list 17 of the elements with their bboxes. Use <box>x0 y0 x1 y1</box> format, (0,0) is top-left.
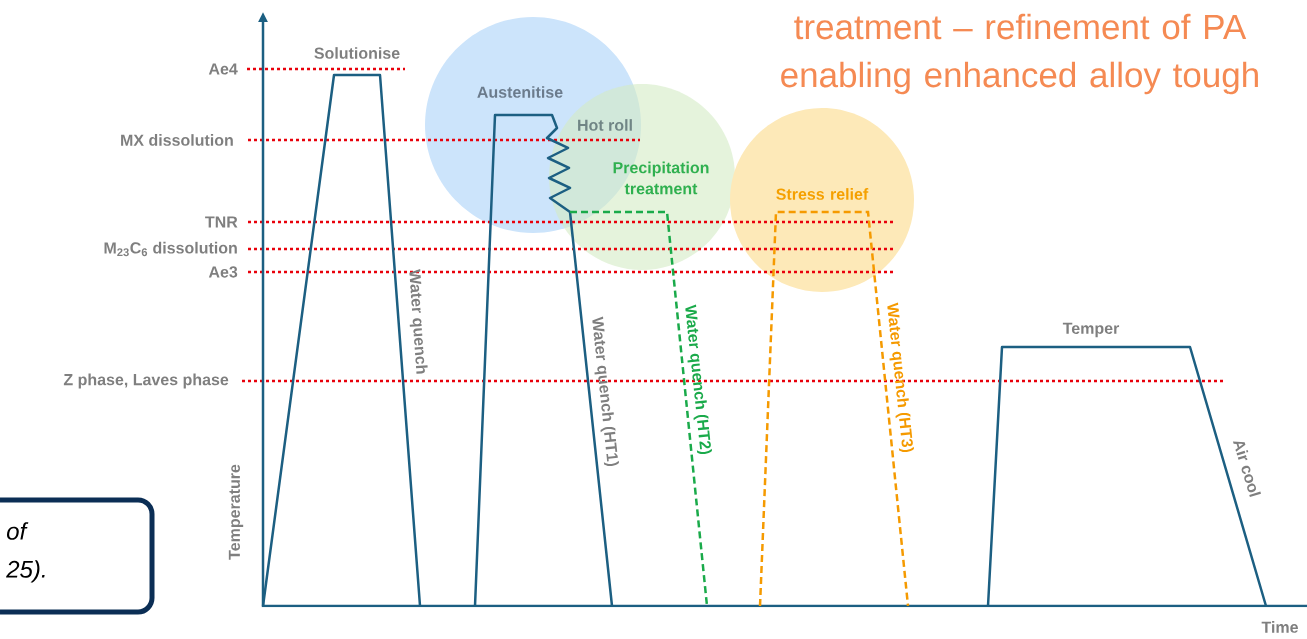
cooling-label: Water quench (HT2) <box>685 304 712 455</box>
cooling-label: Air cool <box>1232 441 1261 498</box>
level-label: TNR <box>205 216 238 228</box>
level-label: MX dissolution <box>121 134 233 146</box>
level-label: Ae3 <box>208 266 238 278</box>
step-label: Solutionise <box>314 47 400 59</box>
axis-title: Temperature <box>228 464 244 560</box>
level-label: Z phase, Laves phase <box>63 373 229 389</box>
step-label: Temper <box>1062 322 1120 338</box>
cooling-label: Water quench <box>409 269 428 374</box>
text-box: of 25). <box>0 497 155 615</box>
axis-title: Time <box>1261 621 1298 633</box>
level-label: Ae4 <box>208 63 238 75</box>
slide-title: treatment – refinement of PA enabling enhanced alloy tough <box>781 13 1258 95</box>
step-label: Hot roll <box>578 119 632 131</box>
cooling-label: Water quench (HT1) <box>592 316 619 467</box>
level-label: M$_{23}$C$_{6}$ dissolution <box>104 241 237 257</box>
